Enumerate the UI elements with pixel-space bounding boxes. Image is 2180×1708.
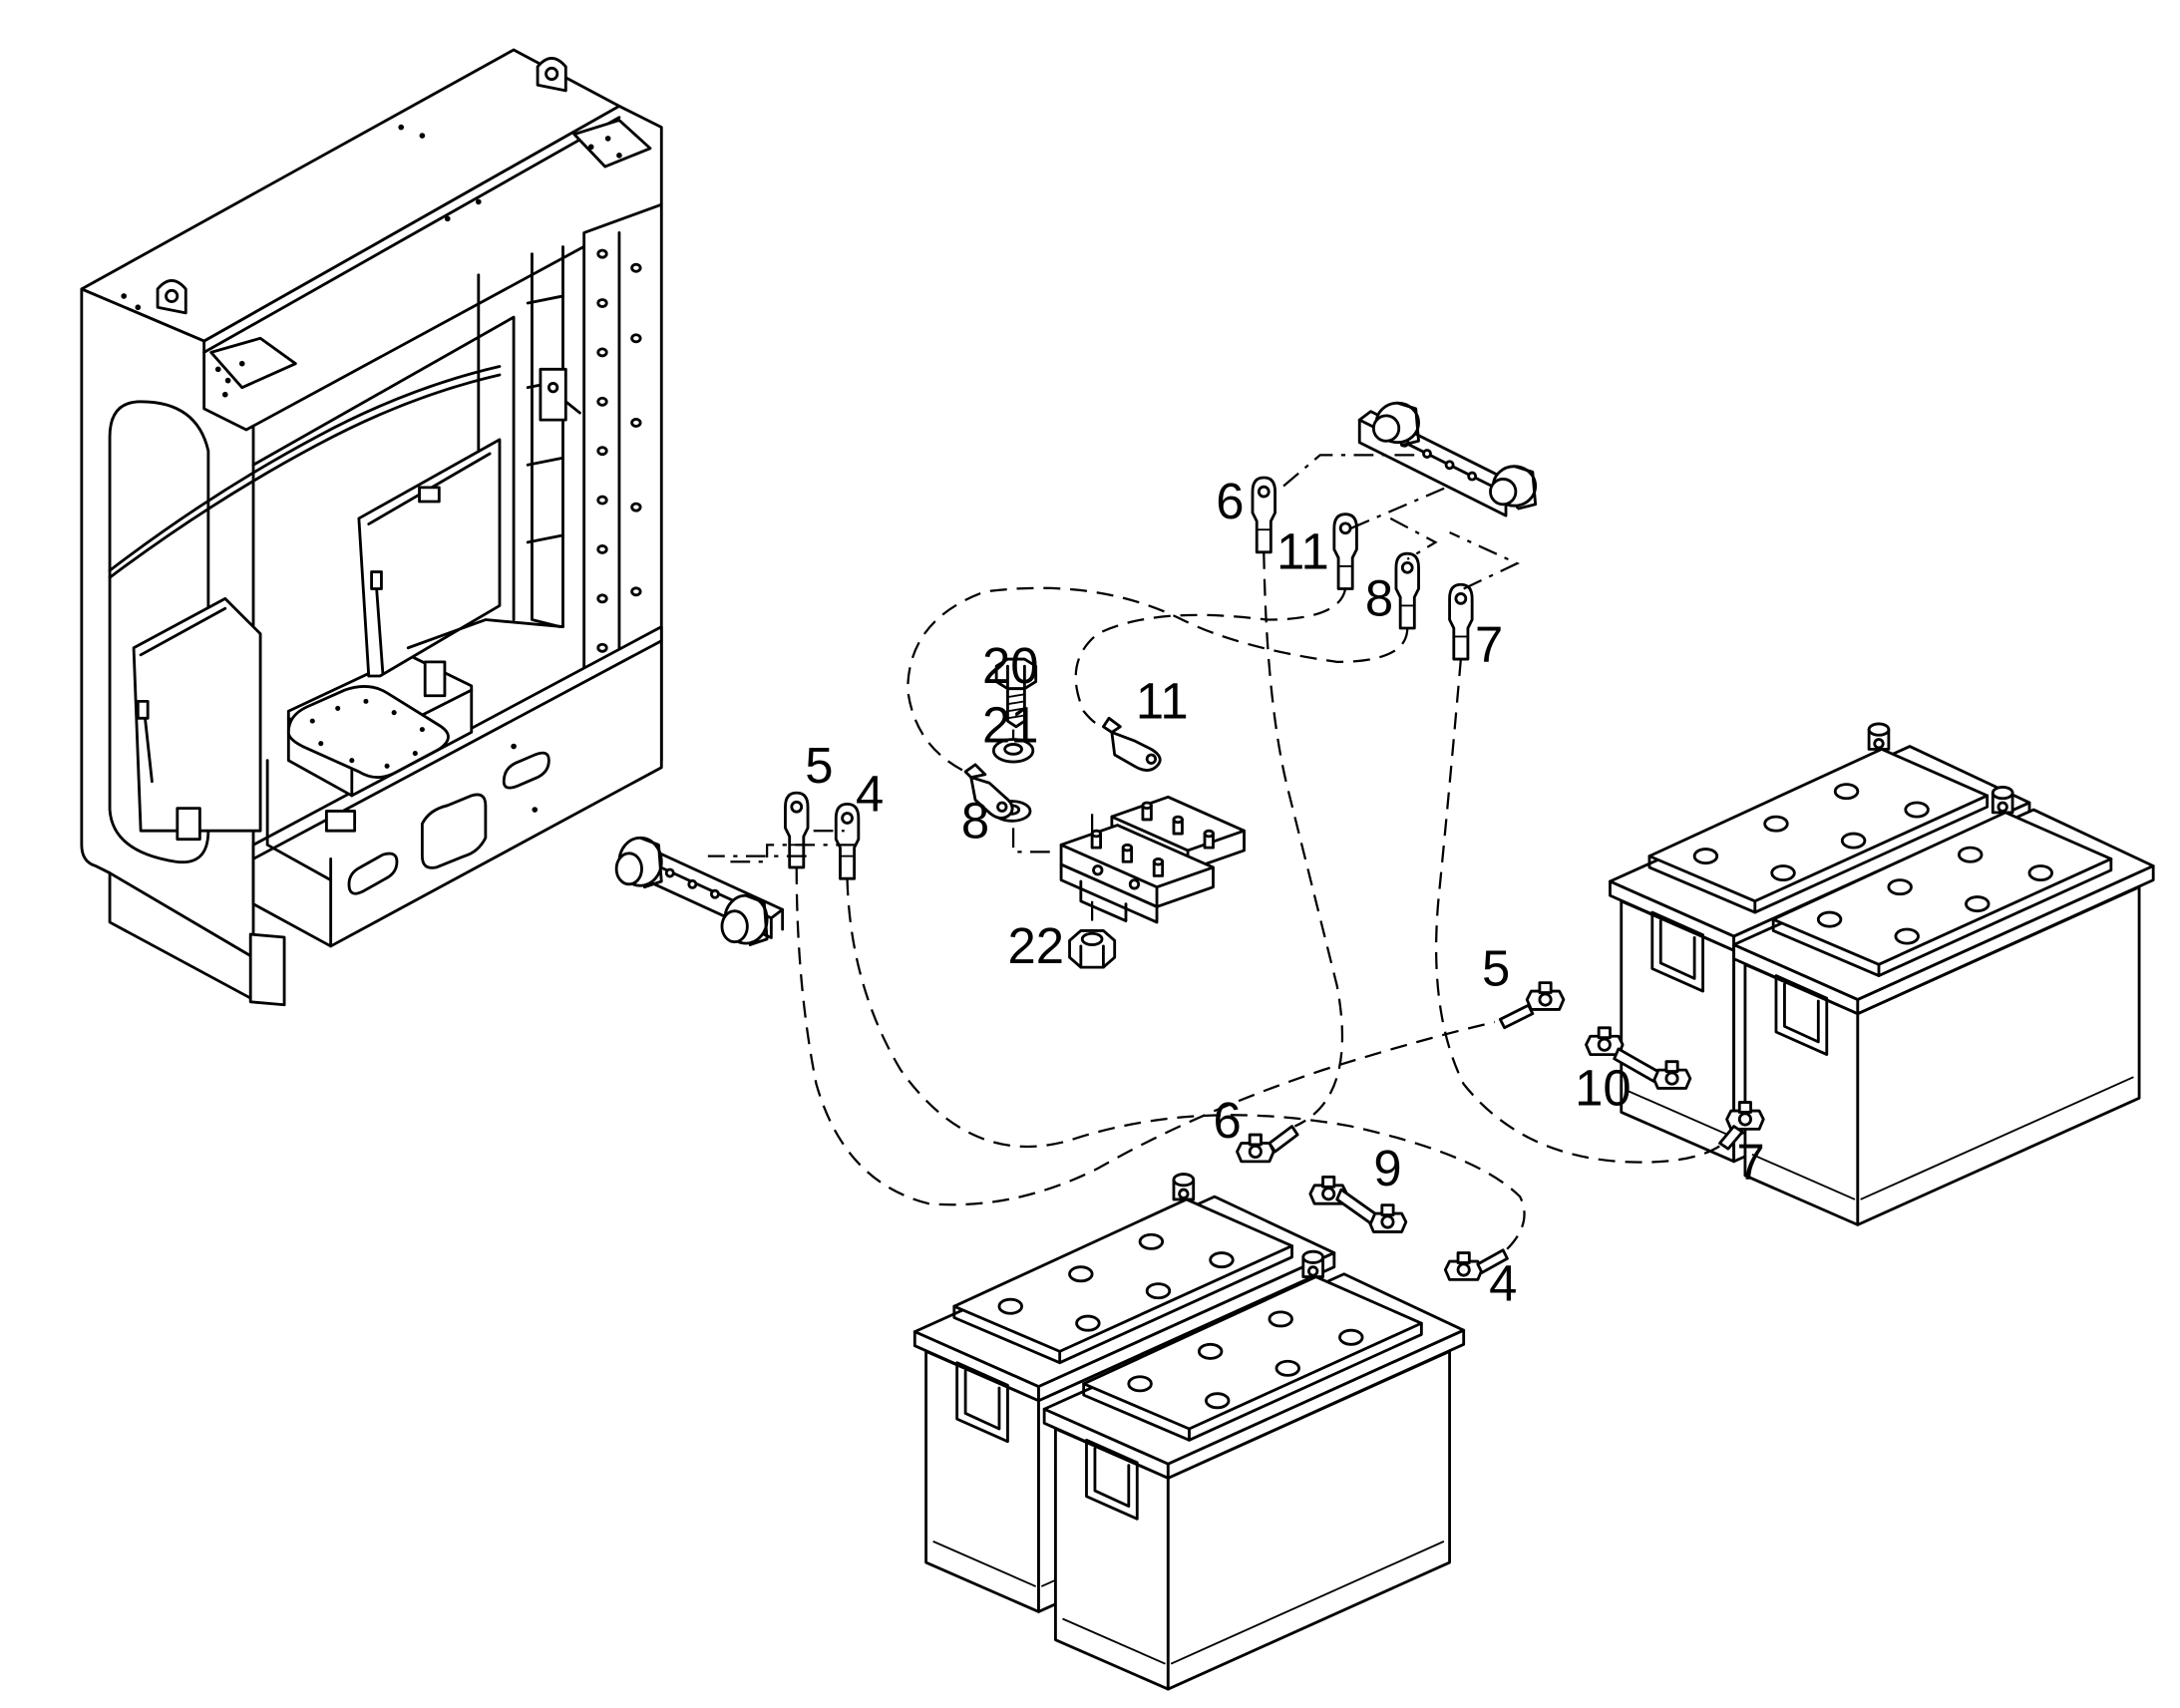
- clamp-terminal-4-lower: [1443, 1248, 1509, 1281]
- washer-part-21: [991, 738, 1035, 764]
- callout-4-left: 4: [856, 765, 884, 822]
- callout-5-right: 5: [1482, 939, 1510, 996]
- callout-6-top: 6: [1216, 473, 1244, 529]
- callout-8-top: 8: [1365, 569, 1393, 626]
- cable-lug-7-top: [1448, 582, 1474, 661]
- nut-part-22: [1068, 929, 1117, 969]
- callout-labels: 20 21 8 22 11 6 11 8 7 5 4 5 10 7 6 9 4: [805, 473, 1765, 1312]
- cable-routing: [707, 454, 1721, 1254]
- callout-8-block: 8: [961, 792, 989, 849]
- callout-6-lower: 6: [1213, 1092, 1241, 1149]
- cable-lug-8-block: [963, 763, 1014, 820]
- callout-4-lower: 4: [1489, 1255, 1517, 1312]
- clamp-terminal-5-right: [1498, 981, 1566, 1030]
- cable-lug-8-top: [1394, 551, 1420, 630]
- right-bus-bar-assembly: [1357, 401, 1538, 517]
- callout-11-top: 11: [1276, 523, 1329, 580]
- bolt-part-20: [994, 657, 1038, 729]
- jumper-part-10: [1585, 1026, 1692, 1090]
- callout-7-top: 7: [1475, 616, 1503, 673]
- cab-frame: [80, 48, 663, 1007]
- cable-lug-6-top: [1251, 476, 1276, 554]
- terminal-block: [1059, 795, 1246, 924]
- callout-20: 20: [982, 637, 1039, 694]
- callout-5-left: 5: [805, 737, 833, 794]
- callout-11-block: 11: [1136, 672, 1189, 729]
- cable-lug-11-block: [1101, 716, 1162, 772]
- callout-7-right: 7: [1736, 1134, 1764, 1191]
- clamp-terminal-7-right: [1718, 1101, 1765, 1151]
- callout-9: 9: [1373, 1140, 1401, 1196]
- clamp-terminal-6-lower: [1236, 1125, 1299, 1164]
- left-bus-bar-assembly: [614, 836, 785, 946]
- cable-lug-11-top: [1332, 512, 1358, 590]
- callout-10: 10: [1575, 1059, 1632, 1116]
- callout-22: 22: [1007, 917, 1064, 974]
- callout-21: 21: [982, 696, 1039, 753]
- jumper-part-9: [1308, 1175, 1408, 1233]
